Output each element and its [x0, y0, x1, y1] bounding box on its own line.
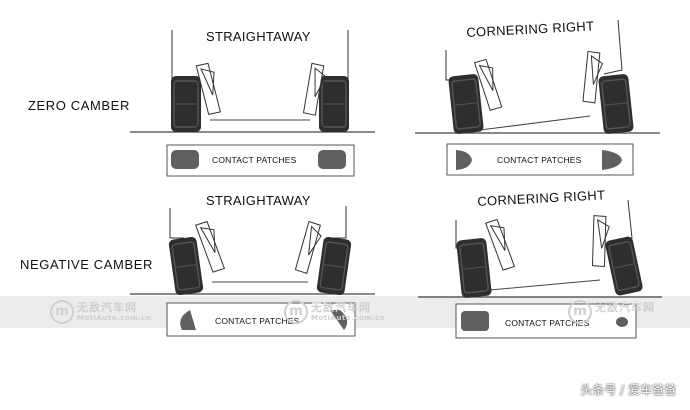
upright-knuckle	[590, 54, 604, 85]
tire-groove	[324, 264, 344, 268]
contact-patch-right	[602, 150, 622, 170]
contact-label-zero-straightaway: CONTACT PATCHES	[212, 155, 297, 165]
contact-patch-right	[616, 317, 628, 327]
body-outline	[615, 199, 633, 241]
contact-patch-right	[330, 310, 348, 330]
tire-tread	[319, 241, 349, 291]
lower-arm	[479, 115, 591, 131]
tire-tread	[451, 78, 481, 130]
watermark-brand: 无敌汽车网	[311, 301, 371, 314]
contact-label-zero-cornering: CONTACT PATCHES	[497, 155, 582, 165]
tire-tread	[608, 241, 640, 291]
tire-left	[168, 236, 204, 296]
upright-knuckle	[200, 68, 215, 96]
upright-arm	[582, 50, 601, 104]
upright-arm	[302, 62, 325, 116]
tire-groove	[614, 263, 634, 269]
watermark-logo-icon: m	[568, 300, 592, 324]
upright-knuckle	[489, 225, 506, 251]
contact-patch-left	[171, 150, 199, 169]
tire-groove	[463, 266, 485, 270]
upright-arm	[591, 215, 607, 268]
tire-right	[319, 76, 349, 132]
upright-knuckle	[199, 227, 216, 253]
tire-groove	[176, 264, 196, 268]
upright-left	[484, 218, 516, 271]
tire-groove	[455, 102, 477, 106]
tire-tread	[601, 78, 631, 130]
upright-right	[294, 220, 322, 275]
body-outline	[445, 50, 460, 81]
contact-label-negative-straightaway: CONTACT PATCHES	[215, 316, 300, 326]
upright-right	[591, 215, 610, 268]
title-zero-straightaway: STRAIGHTAWAY	[206, 29, 311, 44]
body-outline	[330, 30, 349, 79]
upright-arm	[294, 220, 321, 275]
contact-patch-left	[180, 310, 196, 330]
upright-arm	[484, 218, 516, 271]
tire-tread	[171, 241, 201, 291]
upright-right	[302, 62, 327, 116]
contact-patch-left	[461, 311, 489, 331]
contact-label-negative-cornering: CONTACT PATCHES	[505, 318, 590, 328]
upright-knuckle	[597, 218, 610, 249]
watermark-brand: 无敌汽车网	[77, 301, 137, 314]
tire-left	[448, 74, 484, 134]
contact-patch-box	[166, 302, 356, 337]
tire-right	[598, 74, 634, 134]
upright-knuckle	[478, 64, 494, 91]
watermark-url: MotiAuto.com.cn	[311, 314, 386, 322]
upright-knuckle	[314, 67, 327, 97]
contact-patch-right	[318, 150, 346, 169]
upright-arm	[195, 62, 222, 115]
body-outline	[171, 30, 190, 79]
upright-arm	[473, 58, 503, 111]
tire-tread	[459, 242, 489, 294]
tire-left	[171, 76, 201, 132]
title-negative-straightaway: STRAIGHTAWAY	[206, 193, 311, 208]
tire-tread	[173, 80, 199, 128]
author-credit: 头条号 / 爱车爸爸	[580, 383, 676, 397]
row-label-zero-camber: ZERO CAMBER	[28, 98, 130, 113]
tire-left	[456, 238, 492, 298]
contact-patch-left	[456, 150, 472, 170]
body-outline	[332, 206, 347, 239]
row-label-negative-camber: NEGATIVE CAMBER	[20, 257, 154, 272]
watermark-logo-icon: m	[50, 300, 74, 324]
tire-right	[316, 236, 352, 296]
body-outline	[603, 19, 623, 75]
body-outline	[169, 208, 184, 239]
watermark-brand: 无敌汽车网	[595, 301, 655, 314]
watermark-logo-icon: m	[284, 300, 308, 324]
upright-arm	[194, 220, 226, 273]
upright-knuckle	[308, 225, 322, 256]
watermark-url: MotiAuto.com.cn	[77, 314, 152, 322]
tire-right	[605, 236, 643, 296]
upright-left	[473, 58, 503, 111]
tire-groove	[605, 102, 627, 106]
tire-tread	[321, 80, 347, 128]
upright-left	[195, 62, 222, 115]
upright-left	[194, 220, 226, 273]
lower-arm	[489, 279, 601, 291]
upright-right	[582, 50, 604, 104]
